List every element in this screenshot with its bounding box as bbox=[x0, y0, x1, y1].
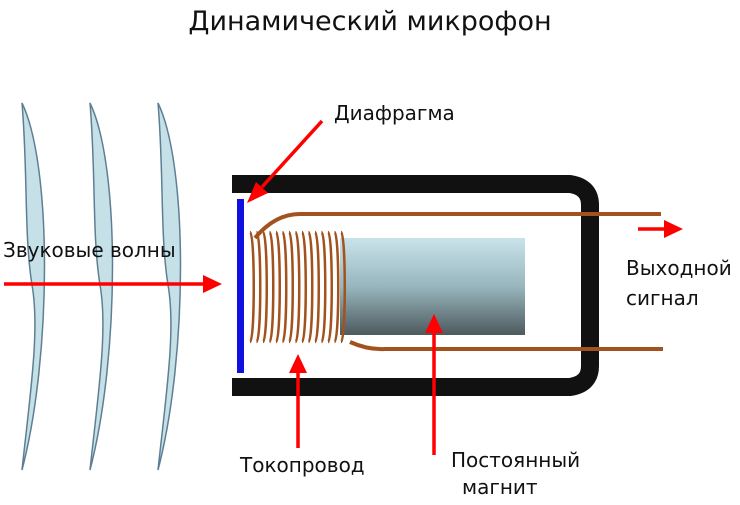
label-magnet-line2: магнит bbox=[462, 475, 538, 499]
coil-turn bbox=[248, 230, 255, 344]
coil-turn bbox=[313, 230, 320, 344]
arrow-diaphragm bbox=[247, 119, 324, 203]
sound-wave-3 bbox=[157, 102, 182, 471]
sound-wave-2 bbox=[89, 102, 114, 471]
label-diaphragm: Диафрагма bbox=[334, 101, 455, 125]
coil-turn bbox=[268, 230, 275, 344]
coil-turn bbox=[287, 230, 294, 344]
output-wire-top bbox=[253, 212, 661, 240]
coil-turn bbox=[255, 230, 262, 344]
coil-turn bbox=[339, 230, 346, 344]
diaphragm bbox=[237, 199, 244, 373]
microphone-housing bbox=[232, 175, 599, 396]
output-wire-bottom bbox=[349, 340, 663, 352]
arrow-magnet bbox=[425, 314, 443, 455]
label-output-line2: сигнал bbox=[626, 286, 699, 310]
coil-turn bbox=[281, 230, 288, 344]
label-coil: Токопровод bbox=[240, 453, 365, 477]
coil-turn bbox=[307, 230, 314, 344]
voice-coil bbox=[248, 230, 346, 344]
coil-turn bbox=[261, 230, 268, 344]
sound-wave-1 bbox=[21, 102, 46, 471]
coil-turn bbox=[326, 230, 333, 344]
arrow-output bbox=[638, 220, 683, 238]
label-magnet-line1: Постоянный bbox=[451, 448, 581, 472]
label-output-line1: Выходной bbox=[626, 256, 732, 280]
coil-turn bbox=[320, 230, 327, 344]
coil-turn bbox=[274, 230, 281, 344]
coil-turn bbox=[333, 230, 340, 344]
coil-turn bbox=[294, 230, 301, 344]
coil-turn bbox=[300, 230, 307, 344]
label-sound-waves: Звуковые волны bbox=[3, 238, 176, 262]
diagram-title: Динамический микрофон bbox=[188, 6, 552, 37]
arrow-sound-input bbox=[4, 275, 222, 293]
arrow-coil bbox=[289, 354, 307, 448]
